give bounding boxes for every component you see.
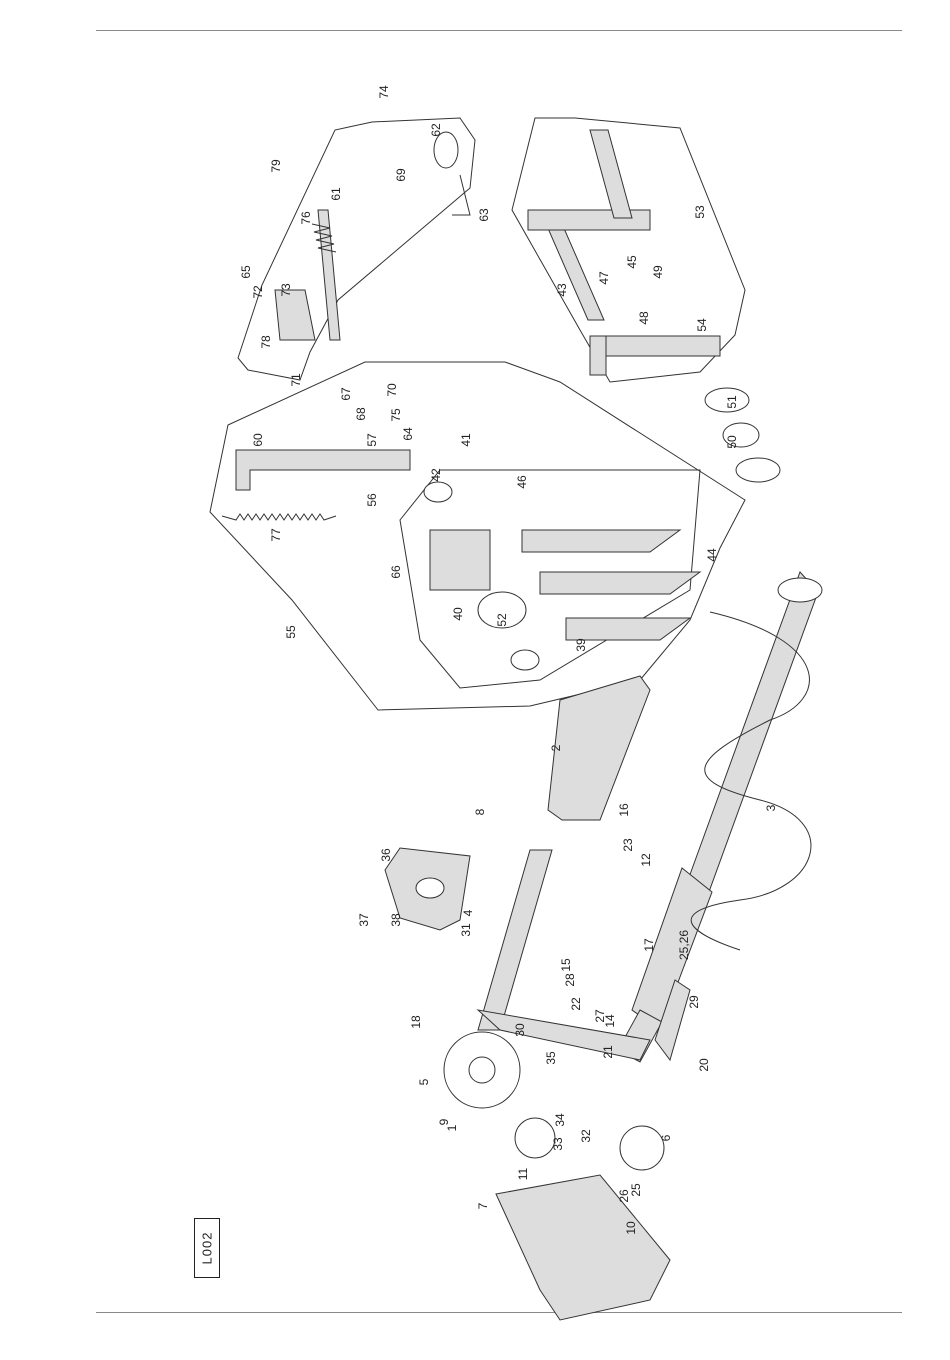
part-label: 60 xyxy=(251,433,265,447)
part-label: 9 xyxy=(437,1118,451,1125)
part-label: 18 xyxy=(409,1015,423,1029)
part-label: 69 xyxy=(394,168,408,182)
part-label: 40 xyxy=(451,607,465,621)
part-label: 50 xyxy=(725,435,739,449)
bearing-42-upper xyxy=(424,482,452,502)
part-label: 26 xyxy=(617,1189,631,1203)
sprocket-5-hub xyxy=(469,1057,495,1083)
part-label: 32 xyxy=(579,1129,593,1143)
part-label: 49 xyxy=(651,265,665,279)
frame-tube xyxy=(478,850,552,1030)
part-label: 53 xyxy=(693,205,707,219)
rod-76 xyxy=(318,210,340,340)
part-label: 42 xyxy=(429,468,443,482)
part-label: 33 xyxy=(551,1137,565,1151)
part-label: 36 xyxy=(379,848,393,862)
part-label: 45 xyxy=(625,255,639,269)
auger-tube xyxy=(688,572,818,900)
housing-40 xyxy=(430,530,490,590)
blade-44b xyxy=(522,530,680,552)
part-label: 54 xyxy=(695,318,709,332)
part-label: 38 xyxy=(389,913,403,927)
diagram-artwork xyxy=(210,118,822,1320)
bracket-53 xyxy=(528,210,650,230)
sprocket-6 xyxy=(620,1126,664,1170)
part-label: 47 xyxy=(597,271,611,285)
part-label: 34 xyxy=(553,1113,567,1127)
splined-shaft xyxy=(590,130,632,218)
bearing-bracket-hole xyxy=(416,878,444,898)
part-label: 31 xyxy=(459,923,473,937)
part-label: 39 xyxy=(574,638,588,652)
angle-plate xyxy=(548,676,650,820)
part-label: 56 xyxy=(365,493,379,507)
part-label: 43 xyxy=(555,283,569,297)
drive-shield xyxy=(496,1175,670,1320)
blade-44a xyxy=(540,572,700,594)
part-label: 29 xyxy=(687,995,701,1009)
blade-39 xyxy=(566,618,690,640)
arm-54 xyxy=(590,336,720,356)
part-label: 25 xyxy=(629,1183,643,1197)
part-label: 23 xyxy=(621,838,635,852)
auger-tube-opening xyxy=(778,578,822,602)
part-label: 73 xyxy=(279,283,293,297)
part-label: 61 xyxy=(329,187,343,201)
part-label: 6 xyxy=(659,1134,673,1141)
arm-54-boss xyxy=(590,336,606,375)
bearing-42-lower xyxy=(511,650,539,670)
part-label: 57 xyxy=(365,433,379,447)
part-label: 30 xyxy=(513,1023,527,1037)
part-label: 64 xyxy=(401,427,415,441)
part-label: 41 xyxy=(459,433,473,447)
part-label: 27 xyxy=(593,1009,607,1023)
sprocket-33 xyxy=(515,1118,555,1158)
part-label: 35 xyxy=(544,1051,558,1065)
part-label: 66 xyxy=(389,565,403,579)
part-label: 51 xyxy=(725,395,739,409)
part-label: 20 xyxy=(697,1058,711,1072)
part-label: 79 xyxy=(269,159,283,173)
part-label: 65 xyxy=(239,265,253,279)
part-label: 5 xyxy=(417,1078,431,1085)
part-label: 25,26 xyxy=(677,930,691,960)
part-label: 2 xyxy=(549,744,563,751)
spring-77 xyxy=(222,514,336,520)
part-label: 10 xyxy=(624,1221,638,1235)
part-label: 3 xyxy=(764,804,778,811)
part-label: 7 xyxy=(476,1202,490,1209)
part-label: 75 xyxy=(389,408,403,422)
part-label: 44 xyxy=(705,548,719,562)
part-label: 48 xyxy=(637,311,651,325)
part-label: 21 xyxy=(601,1045,615,1059)
part-label: 22 xyxy=(569,997,583,1011)
flange-51-lower xyxy=(736,458,780,482)
part-label: 12 xyxy=(639,853,653,867)
part-label: 63 xyxy=(477,208,491,222)
part-label: 77 xyxy=(269,528,283,542)
part-label: 71 xyxy=(289,373,303,387)
part-label: 78 xyxy=(259,335,273,349)
part-label: 28 xyxy=(563,973,577,987)
part-label: 11 xyxy=(516,1167,530,1180)
part-label: 62 xyxy=(429,123,443,137)
part-label: 68 xyxy=(354,407,368,421)
part-label: 16 xyxy=(617,803,631,817)
part-label: 4 xyxy=(461,909,475,916)
part-label: 74 xyxy=(377,85,391,99)
part-label: 17 xyxy=(642,938,656,952)
part-label: 37 xyxy=(357,913,371,927)
arm-60 xyxy=(236,450,410,490)
part-label: 70 xyxy=(385,383,399,397)
part-label: 76 xyxy=(299,211,313,225)
part-label: 8 xyxy=(473,808,487,815)
part-label: 55 xyxy=(284,625,298,639)
part-label: 72 xyxy=(251,285,265,299)
part-label: 52 xyxy=(495,613,509,627)
part-label: 46 xyxy=(515,475,529,489)
part-label: 67 xyxy=(339,387,353,401)
part-label: 15 xyxy=(559,958,573,972)
